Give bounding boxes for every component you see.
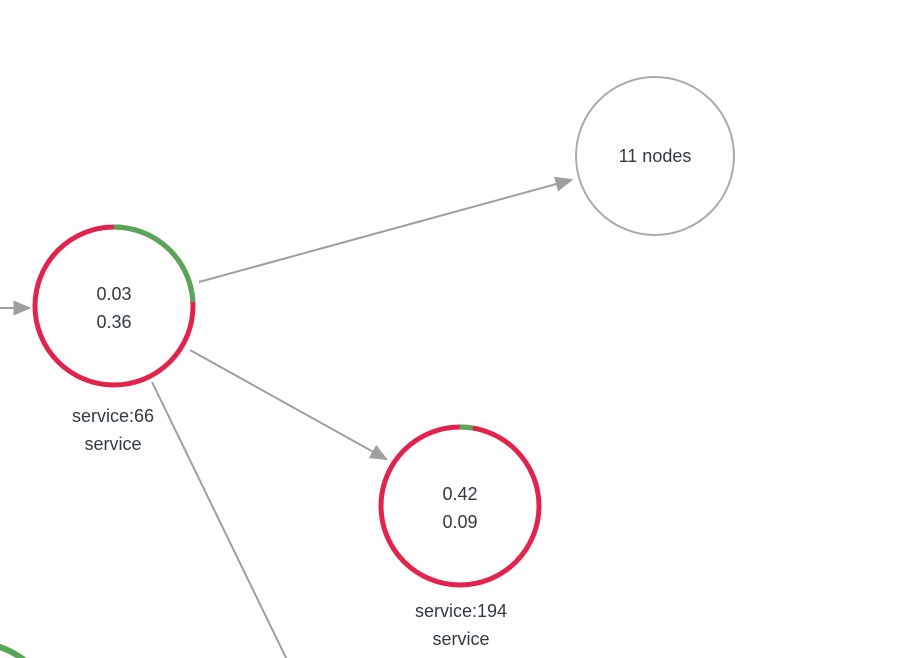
node-offscreen-bottom-left[interactable] bbox=[0, 643, 54, 658]
service-66-name-label: service:66 bbox=[72, 406, 154, 426]
service-194-ring-healthy bbox=[378, 424, 542, 588]
node-service-66[interactable]: 0.03 0.36 service:66 service bbox=[32, 224, 196, 454]
service-194-name-label: service:194 bbox=[415, 601, 507, 621]
service-194-ring-critical bbox=[378, 424, 542, 588]
service-66-metric-2: 0.36 bbox=[96, 312, 131, 332]
cluster-node-ring bbox=[575, 76, 735, 236]
edge-service-66-to-service-194[interactable] bbox=[189, 349, 389, 461]
node-cluster[interactable]: 11 nodes bbox=[575, 76, 735, 236]
service-66-type-label: service bbox=[84, 434, 141, 454]
offscreen-node-ring bbox=[0, 643, 27, 658]
node-service-194[interactable]: 0.42 0.09 service:194 service bbox=[378, 424, 542, 649]
service-194-type-label: service bbox=[432, 629, 489, 649]
edge-service-66-to-offscreen[interactable] bbox=[151, 381, 290, 658]
service-66-metric-1: 0.03 bbox=[96, 284, 131, 304]
cluster-node-label: 11 nodes bbox=[619, 146, 692, 166]
service-194-metric-1: 0.42 bbox=[442, 484, 477, 504]
service-194-metric-2: 0.09 bbox=[442, 512, 477, 532]
edge-service-66-to-cluster[interactable] bbox=[198, 176, 574, 283]
service-66-ring-healthy bbox=[32, 224, 196, 388]
